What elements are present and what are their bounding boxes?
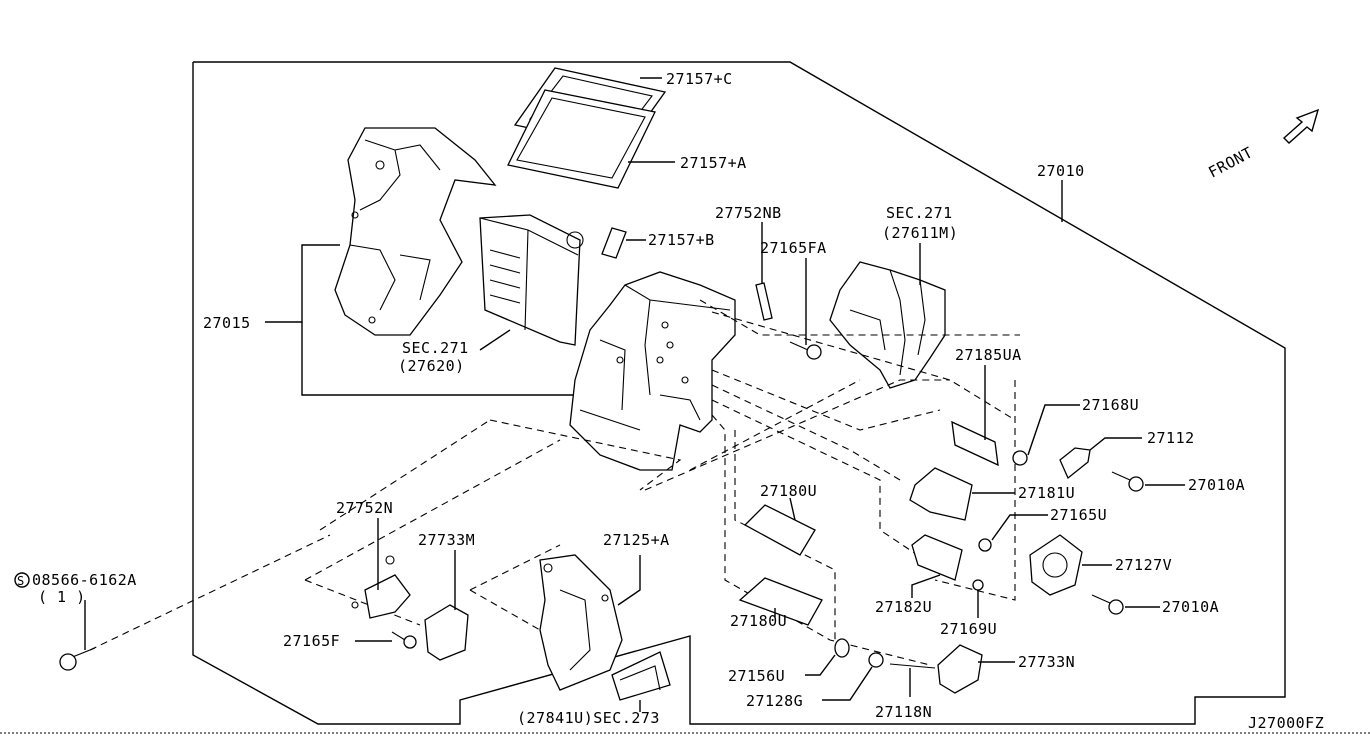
wire-27118n-shape xyxy=(889,663,936,669)
filter-27157a-shape xyxy=(507,89,656,189)
bolt-circle-letter: S xyxy=(17,574,25,588)
label-27157a: 27157+A xyxy=(680,154,747,172)
label-27015: 27015 xyxy=(203,314,251,332)
part-27156u-shape xyxy=(834,638,850,658)
part-27181u-shape xyxy=(909,467,973,521)
filter-27157b-shape xyxy=(601,227,627,259)
label-27752nb: 27752NB xyxy=(715,204,782,222)
label-27165fa: 27165FA xyxy=(760,239,827,257)
label-27125a: 27125+A xyxy=(603,531,670,549)
label-27112: 27112 xyxy=(1147,429,1195,447)
screw-27165f-shape xyxy=(391,631,417,649)
label-27181u: 27181U xyxy=(1018,484,1075,502)
duct-27841u-shape xyxy=(611,651,671,701)
label-08566-6162a: 08566-6162A xyxy=(32,571,137,589)
label-27182u: 27182U xyxy=(875,598,932,616)
bracket-27752n-shape xyxy=(351,555,411,619)
label-27611m: (27611M) xyxy=(882,224,958,242)
actuator-27733m-shape xyxy=(424,604,469,661)
part-27128g-shape xyxy=(868,652,884,668)
label-27156u: 27156U xyxy=(728,667,785,685)
label-27620: (27620) xyxy=(398,357,465,375)
label-27841u-sec273: (27841U)SEC.273 xyxy=(517,709,660,727)
label-27010a-1: 27010A xyxy=(1188,476,1245,494)
bolt-27010a-2-shape xyxy=(1091,594,1124,615)
label-27128g: 27128G xyxy=(746,692,803,710)
label-27180u-1: 27180U xyxy=(760,482,817,500)
label-27185ua: 27185UA xyxy=(955,346,1022,364)
part-27182u-shape xyxy=(911,534,963,581)
screw-symbol-icon xyxy=(14,572,30,588)
label-27733m: 27733M xyxy=(418,531,475,549)
bracket-27185ua-shape xyxy=(951,420,999,467)
label-27010: 27010 xyxy=(1037,162,1085,180)
label-27180u-2: 27180U xyxy=(730,612,787,630)
label-27010a-2: 27010A xyxy=(1162,598,1219,616)
part-27168u-shape xyxy=(1012,450,1028,466)
front-direction-label: FRONT xyxy=(1205,143,1256,181)
screw-27165fa-shape xyxy=(789,341,822,360)
label-27168u: 27168U xyxy=(1082,396,1139,414)
motor-27127v-shape xyxy=(1029,534,1083,596)
label-27165f: 27165F xyxy=(283,632,340,650)
duct-27611m-shape xyxy=(829,261,946,389)
duct-27125a-shape xyxy=(539,554,623,691)
label-sec271-top: SEC.271 xyxy=(886,204,953,222)
assembly-boundary xyxy=(192,61,1286,725)
evaporator-27620-shape xyxy=(479,214,584,346)
label-27752n: 27752N xyxy=(336,499,393,517)
label-27733n: 27733N xyxy=(1018,653,1075,671)
heater-case-shape xyxy=(569,271,736,471)
label-27127v: 27127V xyxy=(1115,556,1172,574)
clip-27169u-shape xyxy=(972,579,984,591)
clip-27165u-shape xyxy=(978,538,992,552)
duct-27015-shape xyxy=(334,127,497,336)
part-27180u-1-shape xyxy=(743,504,816,556)
actuator-27733n-shape xyxy=(937,644,983,694)
label-27157c: 27157+C xyxy=(666,70,733,88)
bolt-08566-shape xyxy=(59,647,96,671)
label-27169u: 27169U xyxy=(940,620,997,638)
front-arrow-icon xyxy=(1282,108,1320,144)
label-27157b: 27157+B xyxy=(648,231,715,249)
bolt-27010a-1-shape xyxy=(1111,471,1144,492)
label-27118n: 27118N xyxy=(875,703,932,721)
diagram-code: J27000FZ xyxy=(1248,714,1324,732)
label-27165u: 27165U xyxy=(1050,506,1107,524)
part-27180u-2-shape xyxy=(738,577,823,626)
lever-27112-shape xyxy=(1059,447,1091,480)
label-bolt-qty: ( 1 ) xyxy=(38,588,86,606)
rod-27752nb-shape xyxy=(755,282,773,321)
label-sec271-left: SEC.271 xyxy=(402,339,469,357)
